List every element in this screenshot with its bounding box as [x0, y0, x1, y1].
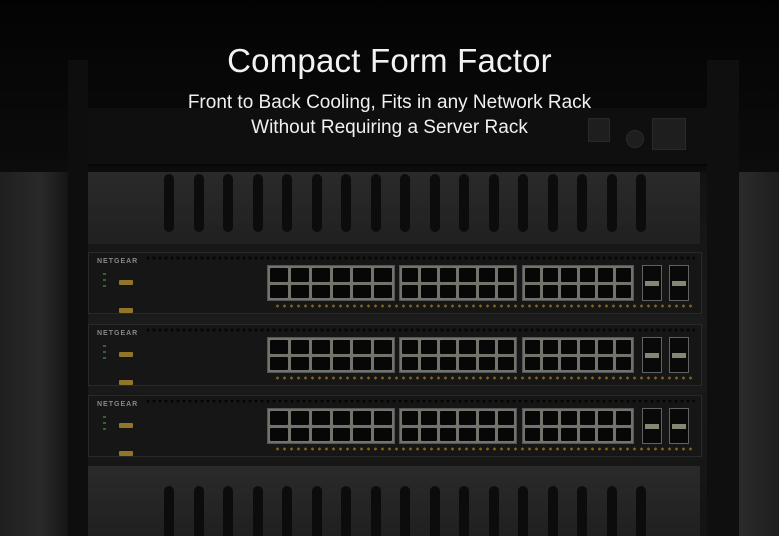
rack-rail-left — [68, 60, 88, 536]
vent-slot — [459, 174, 469, 232]
vent-slot — [193, 174, 204, 232]
status-led — [103, 279, 106, 281]
network-switch-3: NETGEAR — [88, 395, 702, 457]
status-led — [103, 273, 106, 275]
sfp-port — [669, 337, 689, 373]
vent-slot — [547, 486, 558, 536]
gold-label — [119, 423, 133, 428]
network-switch-2: NETGEAR — [88, 324, 702, 386]
rj45-port-block — [399, 337, 517, 373]
port-leds — [274, 376, 694, 380]
vent-slot — [518, 174, 528, 232]
switch-brand-logo: NETGEAR — [97, 401, 139, 408]
port-leds — [274, 447, 694, 451]
rj45-port-block — [267, 265, 395, 301]
vent-slot — [429, 174, 440, 232]
rj45-port-block — [522, 265, 634, 301]
vent-slot — [400, 174, 410, 232]
usb-ports-icon — [588, 118, 610, 142]
rj45-port-block — [267, 337, 395, 373]
status-led — [103, 428, 106, 430]
gold-label — [119, 280, 133, 285]
vent-slot — [341, 486, 351, 536]
vent-slot — [577, 486, 587, 536]
rack-post-left — [0, 172, 68, 536]
sfp-port — [642, 337, 662, 373]
hero-subtitle-line1: Front to Back Cooling, Fits in any Netwo… — [187, 92, 592, 113]
vent-slot — [606, 486, 617, 536]
port-leds — [274, 304, 694, 308]
vent-slot — [164, 486, 174, 536]
vent-slot — [193, 486, 204, 536]
vent-panel-top — [88, 172, 700, 244]
vent-slot — [429, 486, 440, 536]
rack-post-right — [739, 172, 779, 536]
switch-brand-logo: NETGEAR — [97, 330, 139, 337]
vent-slot — [518, 486, 528, 536]
vent-slot — [606, 174, 617, 232]
rj45-port-block — [522, 408, 634, 444]
vent-slot — [164, 174, 174, 232]
rj45-port-block — [267, 408, 395, 444]
power-outlet-icon — [652, 118, 686, 150]
hero-subtitle-line2: Without Requiring a Server Rack — [251, 117, 528, 138]
vent-slot — [223, 486, 233, 536]
vent-slot — [400, 486, 410, 536]
sfp-port — [669, 408, 689, 444]
gold-label — [119, 451, 133, 456]
vent-slot — [311, 486, 322, 536]
vent-holes — [145, 255, 695, 261]
vent-slot — [636, 486, 646, 536]
status-led — [103, 351, 106, 353]
vent-slot — [370, 174, 381, 232]
status-led — [103, 345, 106, 347]
sfp-port — [669, 265, 689, 301]
vent-slot — [370, 486, 381, 536]
gold-label — [119, 308, 133, 313]
gold-label — [119, 380, 133, 385]
vent-slot — [282, 486, 292, 536]
sfp-port — [642, 408, 662, 444]
vent-slot — [577, 174, 587, 232]
status-led — [103, 357, 106, 359]
vent-panel-bottom — [88, 466, 700, 536]
vent-slot — [488, 486, 499, 536]
vent-holes — [145, 327, 695, 333]
rj45-port-block — [399, 408, 517, 444]
vent-slot — [223, 174, 233, 232]
rj45-port-block — [399, 265, 517, 301]
vent-slot — [636, 174, 646, 232]
rj45-port-block — [522, 337, 634, 373]
hero-title: Compact Form Factor — [227, 42, 552, 79]
vent-slot — [341, 174, 351, 232]
vent-holes — [145, 398, 695, 404]
status-led — [103, 416, 106, 418]
vent-slot — [488, 174, 499, 232]
vent-slot — [547, 174, 558, 232]
status-led — [103, 285, 106, 287]
switch-brand-logo: NETGEAR — [97, 258, 139, 265]
vent-slot — [459, 486, 469, 536]
sfp-port — [642, 265, 662, 301]
rack-rail-right — [707, 60, 739, 536]
power-button-icon — [626, 130, 644, 148]
vent-slot — [282, 174, 292, 232]
status-led — [103, 422, 106, 424]
network-switch-1: NETGEAR — [88, 252, 702, 314]
vent-slot — [252, 174, 263, 232]
vent-slot — [252, 486, 263, 536]
vent-slot — [311, 174, 322, 232]
gold-label — [119, 352, 133, 357]
